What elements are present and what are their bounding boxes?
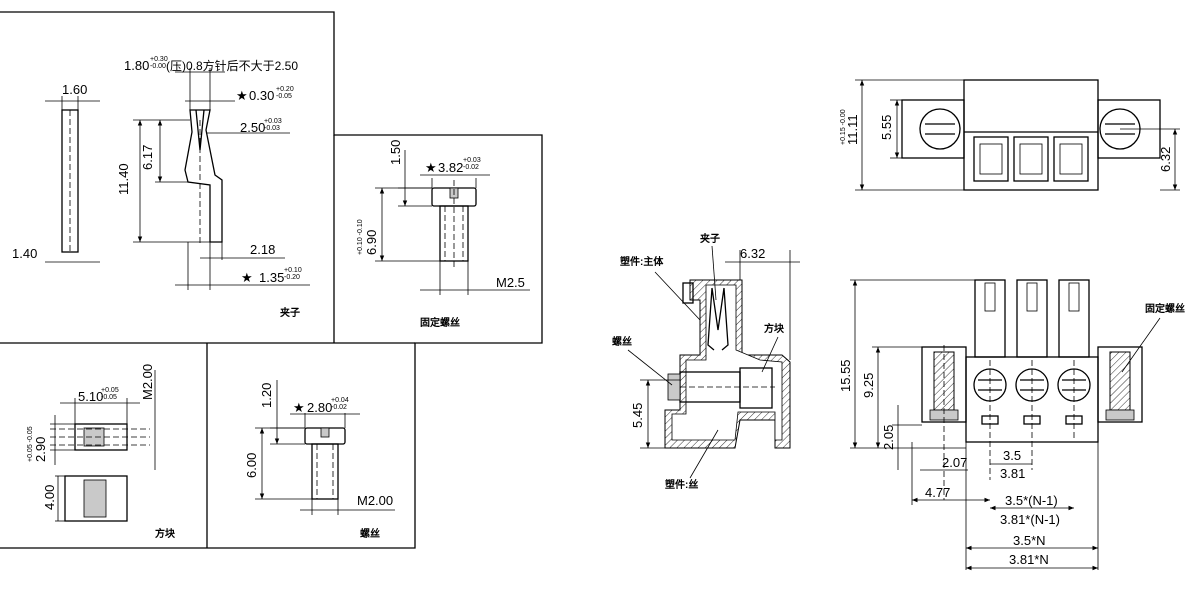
block-front-view (64, 475, 128, 522)
front-dim-35n: 3.5*N (1013, 533, 1046, 548)
clip-dim-180-tol-dn: -0.00 (150, 63, 166, 70)
front-pins (974, 279, 1090, 358)
fixing-screw-star: ★ (425, 160, 437, 175)
screw-dim-600: 6.00 (244, 453, 259, 478)
top-view: 11.11 +0.15 -0.00 5.55 6.32 (840, 79, 1180, 191)
clip-dim-030-tol-dn: -0.05 (276, 93, 292, 100)
clip-dim-218: 2.18 (250, 242, 275, 257)
label-screw: 螺丝 (612, 335, 632, 348)
section-dim-632: 6.32 (740, 246, 765, 261)
label-block: 方块 (764, 322, 785, 335)
fixing-screw-thread: M2.5 (496, 275, 525, 290)
section-dim-545: 5.45 (630, 403, 645, 428)
clip-star: ★ (236, 88, 248, 103)
top-dim-1111: 11.11 (845, 114, 860, 145)
clip-panel: 1.60 1.40 11.40 6.17 1.80 +0.30 -0.00 (压… (12, 56, 310, 319)
fixing-screw-dim-150: 1.50 (388, 140, 403, 165)
front-dim-205: 2.05 (881, 425, 896, 450)
top-left-screw (919, 108, 961, 150)
clip-dim-160: 1.60 (62, 82, 87, 97)
top-housing (963, 79, 1099, 191)
section-view: 6.32 5.45 塑件:主体 夹子 螺丝 方块 塑件:丝 (612, 232, 800, 491)
block-dim-510-tol-up: +0.05 (101, 387, 119, 394)
screw-dim-280: 2.80 (307, 400, 332, 415)
screw-dim-280-tol-up: +0.04 (331, 397, 349, 404)
clip-dim-030: 0.30 (249, 88, 274, 103)
top-openings (973, 136, 1089, 182)
block-panel-title: 方块 (155, 527, 176, 540)
clip-dim-135-tol-dn: -0.20 (284, 274, 300, 281)
fixing-screw-dim-690: 6.90 (364, 230, 379, 255)
clip-profile (184, 109, 223, 243)
clip-dim-180-tol-up: +0.30 (150, 56, 168, 63)
clip-dim-1140: 11.40 (116, 163, 131, 195)
screw-shank (311, 443, 339, 500)
fixing-screw-dim-382-tol-up: +0.03 (463, 157, 481, 164)
front-view: 15.55 9.25 2.05 2.07 4.77 3.5 3.81 3.5*(… (838, 279, 1185, 571)
clip-dim-135-tol-up: +0.10 (284, 267, 302, 274)
top-dim-632: 6.32 (1158, 147, 1173, 172)
block-dim-400: 4.00 (42, 485, 57, 510)
front-dim-35: 3.5 (1003, 448, 1021, 463)
section-block (739, 367, 773, 409)
block-panel: 5.10 +0.05 -0.05 M2.00 2.90 +0.05 -0.05 … (27, 364, 176, 540)
screw-dim-280-tol-dn: -0.02 (331, 404, 347, 411)
label-clip: 夹子 (700, 232, 720, 245)
front-dim-925: 9.25 (861, 373, 876, 398)
front-dim-381: 3.81 (1000, 466, 1025, 481)
front-dim-207: 2.07 (942, 455, 967, 470)
top-dim-1111-tol: +0.15 -0.00 (840, 109, 847, 145)
fixing-screw-dim-690-tol: +0.10 -0.10 (357, 219, 364, 255)
block-dim-510: 5.10 (78, 389, 103, 404)
panel-frames (0, 11, 543, 549)
clip-dim-180: 1.80 (124, 58, 149, 73)
block-dim-510-tol-dn: -0.05 (101, 394, 117, 401)
screw-panel-title: 螺丝 (360, 527, 380, 540)
fixing-screw-panel-title: 固定螺丝 (420, 316, 460, 329)
screw-star: ★ (293, 400, 305, 415)
front-label-fixing-screw: 固定螺丝 (1145, 302, 1185, 315)
front-dim-381n: 3.81*N (1009, 552, 1049, 567)
fixing-screw-panel: 1.50 ★ 3.82 +0.03 -0.02 6.90 +0.10 -0.10… (357, 140, 530, 329)
block-dim-290: 2.90 (33, 437, 48, 462)
screw-thread: M2.00 (357, 493, 393, 508)
clip-dim-250: 2.50 (240, 120, 265, 135)
front-dim-35n1: 3.5*(N-1) (1005, 493, 1058, 508)
screw-dim-120: 1.20 (259, 383, 274, 408)
front-dim-1555: 15.55 (838, 359, 853, 392)
clip-note-pressed: (压)0.8方针后不大于2.50 (166, 58, 298, 73)
fixing-screw-dim-382-tol-dn: -0.02 (463, 164, 479, 171)
fixing-screw-dim-382: 3.82 (438, 160, 463, 175)
block-thread: M2.00 (140, 364, 155, 400)
clip-panel-title: 夹子 (280, 306, 300, 319)
top-dim-555: 5.55 (879, 115, 894, 140)
front-dim-477: 4.77 (925, 485, 950, 500)
screw-panel: 1.20 ★ 2.80 +0.04 -0.02 6.00 M2.00 螺丝 (244, 380, 395, 540)
label-plastic-screw: 塑件:丝 (665, 478, 698, 491)
block-dim-290-tol: +0.05 -0.05 (27, 426, 34, 462)
label-body: 塑件:主体 (620, 255, 664, 268)
clip-dim-135: 1.35 (259, 270, 284, 285)
clip-dim-140: 1.40 (12, 246, 37, 261)
front-dim-381n1: 3.81*(N-1) (1000, 512, 1060, 527)
clip-dim-250-tol-dn: -0.03 (264, 125, 280, 132)
clip-dim-617: 6.17 (140, 145, 155, 170)
clip-star-2: ★ (241, 270, 253, 285)
clip-dim-030-tol-up: +0.20 (276, 86, 294, 93)
clip-dim-250-tol-up: +0.03 (264, 118, 282, 125)
top-left-flange (901, 99, 965, 159)
